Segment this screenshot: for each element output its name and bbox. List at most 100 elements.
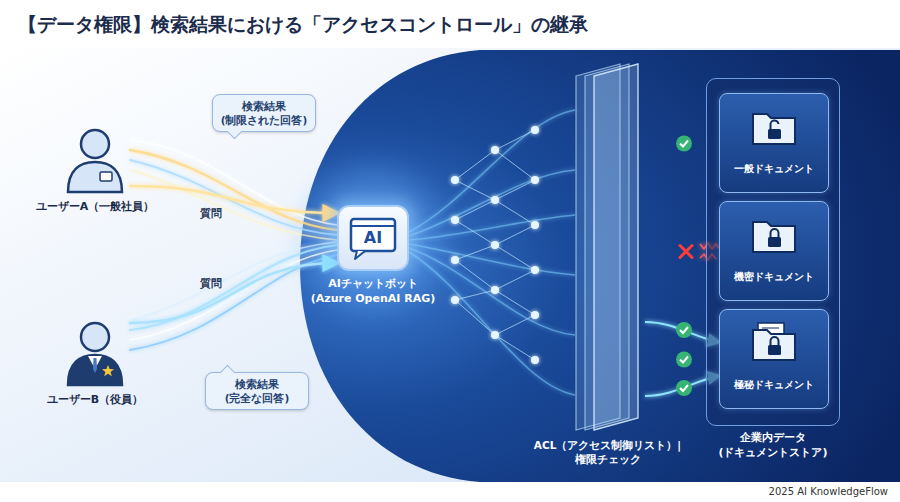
lock-shackle <box>771 337 779 345</box>
cross-lines <box>680 246 692 258</box>
node-graphic <box>60 122 130 194</box>
icon-label: AI <box>351 226 395 250</box>
network-dot <box>491 331 499 339</box>
flow-stream <box>409 215 575 240</box>
bubble-text: 検索結果 (制限された回答) <box>219 99 309 127</box>
acl-panes <box>570 62 645 432</box>
user-label: ユーザーB（役員） <box>47 393 143 408</box>
node-caption: 企業内データ (ドキュメントストア) <box>713 431 833 461</box>
folder-icon <box>749 322 799 364</box>
node-graphic <box>570 62 645 432</box>
check-tick <box>680 141 688 147</box>
network-dot <box>491 146 499 154</box>
flow-stream <box>130 255 337 350</box>
network-dot <box>531 356 539 364</box>
user-icon: ユーザーA（一般社員） <box>60 122 130 194</box>
lock-shackle <box>771 229 779 237</box>
node-graphic <box>60 315 130 387</box>
document-label: 極秘ドキュメント <box>720 378 828 392</box>
user-icon: ユーザーB（役員） <box>60 315 130 387</box>
lock-body <box>768 129 781 139</box>
document-card: 一般ドキュメント <box>719 93 829 193</box>
flow-stream <box>409 170 575 236</box>
chatbot-icon: AIAIチャットボット (Azure OpenAI RAG) <box>337 205 409 271</box>
folder-shape <box>753 330 795 360</box>
check-circle <box>676 352 692 368</box>
network-dot <box>531 176 539 184</box>
lock-body <box>768 345 781 355</box>
user-icon-graphic <box>60 315 130 387</box>
user-head <box>81 130 109 158</box>
network-lines <box>455 130 535 360</box>
footer-note: 2025 AI KnowledgeFlow <box>769 486 888 497</box>
cross-mark <box>680 246 692 258</box>
document-card: 極秘ドキュメント <box>719 309 829 409</box>
check-mark <box>676 322 692 338</box>
chat-window <box>351 219 395 251</box>
check-circle <box>676 136 692 152</box>
check-tick <box>680 327 688 333</box>
diagram-title: 【データ権限】検索結果における「アクセスコントロール」の継承 <box>18 12 588 38</box>
id-badge <box>100 172 112 181</box>
network-dot <box>531 266 539 274</box>
flow-stream <box>132 242 337 320</box>
check-mark <box>676 380 692 396</box>
folder-icon <box>749 214 799 256</box>
flow-connector <box>130 263 337 323</box>
paper-line <box>762 328 779 329</box>
user-label: ユーザーA（一般社員） <box>36 200 155 215</box>
flow-connector <box>409 246 570 248</box>
check-tick <box>680 357 688 363</box>
flow-stream <box>409 110 575 232</box>
folder-icon <box>749 106 799 148</box>
check-tick <box>680 385 688 391</box>
flow-stream <box>130 160 337 235</box>
folder-shape <box>753 114 795 144</box>
check-mark <box>676 136 692 152</box>
edge-label: 質問 <box>200 276 222 291</box>
user-icon-graphic <box>60 122 130 194</box>
window-bar <box>351 225 395 227</box>
check-mark <box>676 352 692 368</box>
network-dot <box>451 256 459 264</box>
speech-bubble: 検索結果 (完全な回答) <box>205 372 309 410</box>
chat-tail <box>355 251 365 259</box>
document-card: 機密ドキュメント <box>719 201 829 301</box>
flow-stream <box>409 248 575 335</box>
check-circle <box>676 380 692 396</box>
network-dot <box>531 126 539 134</box>
light-background <box>0 48 900 482</box>
network-dot <box>531 311 539 319</box>
document-label: 機密ドキュメント <box>720 270 828 284</box>
network-dot <box>451 176 459 184</box>
network-dot <box>491 196 499 204</box>
star-badge <box>102 365 114 376</box>
flow-connector <box>130 186 337 213</box>
node-caption: ACL（アクセス制御リスト）| 権限チェック <box>533 438 683 466</box>
bubble-text: 検索結果 (完全な回答) <box>212 377 302 405</box>
network-dot <box>491 286 499 294</box>
flow-stream <box>130 150 337 230</box>
search-streams <box>409 110 575 395</box>
lock-body <box>768 237 781 247</box>
acl-pane <box>594 64 638 430</box>
node-graphic <box>749 106 799 148</box>
speech-bubble: 検索結果 (制限された回答) <box>212 94 316 132</box>
network-nodes <box>451 126 539 364</box>
flow-stream <box>132 170 337 240</box>
flow-stream <box>409 252 575 395</box>
network-dot <box>451 296 459 304</box>
document-store: 企業内データ (ドキュメントストア)一般ドキュメント機密ドキュメント極秘ドキュメ… <box>706 78 840 426</box>
question-streams <box>130 140 337 350</box>
user-suit <box>68 355 122 385</box>
node-graphic <box>749 214 799 256</box>
user-head <box>81 323 109 351</box>
edge-label: 質問 <box>200 206 222 221</box>
user-body <box>68 162 122 192</box>
network-dot <box>451 216 459 224</box>
check-circle <box>676 322 692 338</box>
node-caption: AIチャットボット (Azure OpenAI RAG) <box>311 277 436 307</box>
acl-panel: ACL（アクセス制御リスト）| 権限チェック <box>570 62 645 432</box>
document-label: 一般ドキュメント <box>720 162 828 176</box>
